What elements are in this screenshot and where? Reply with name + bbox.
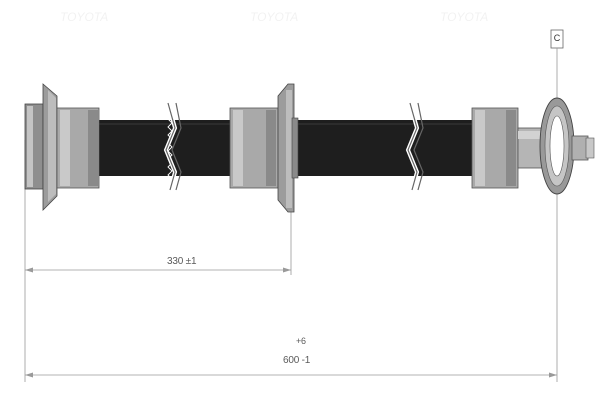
arrowhead xyxy=(25,372,33,378)
break-mark-right xyxy=(407,102,418,191)
break-mark-left xyxy=(165,102,176,191)
watermark: TOYOTA xyxy=(60,10,109,24)
left-fitting xyxy=(24,83,100,211)
break-marks xyxy=(163,102,424,192)
arrowhead xyxy=(549,372,557,378)
watermark: TOYOTA xyxy=(440,10,489,24)
banjo-fitting xyxy=(517,97,595,195)
callout-label: C xyxy=(553,33,561,43)
callout-box xyxy=(550,29,564,60)
break-mark-left-white xyxy=(167,102,173,192)
middle-fitting xyxy=(229,83,299,213)
arrowhead xyxy=(283,267,291,273)
dimension-label-short: 330 ±1 xyxy=(167,256,197,267)
dimension-label-total: 600 -1 xyxy=(283,355,311,366)
hose-segment-right xyxy=(296,120,474,176)
dimension-label-tolerance: +6 xyxy=(296,336,306,346)
right-crimp-sleeve xyxy=(471,107,519,189)
watermark: TOYOTA xyxy=(250,10,299,24)
arrowhead xyxy=(25,267,33,273)
